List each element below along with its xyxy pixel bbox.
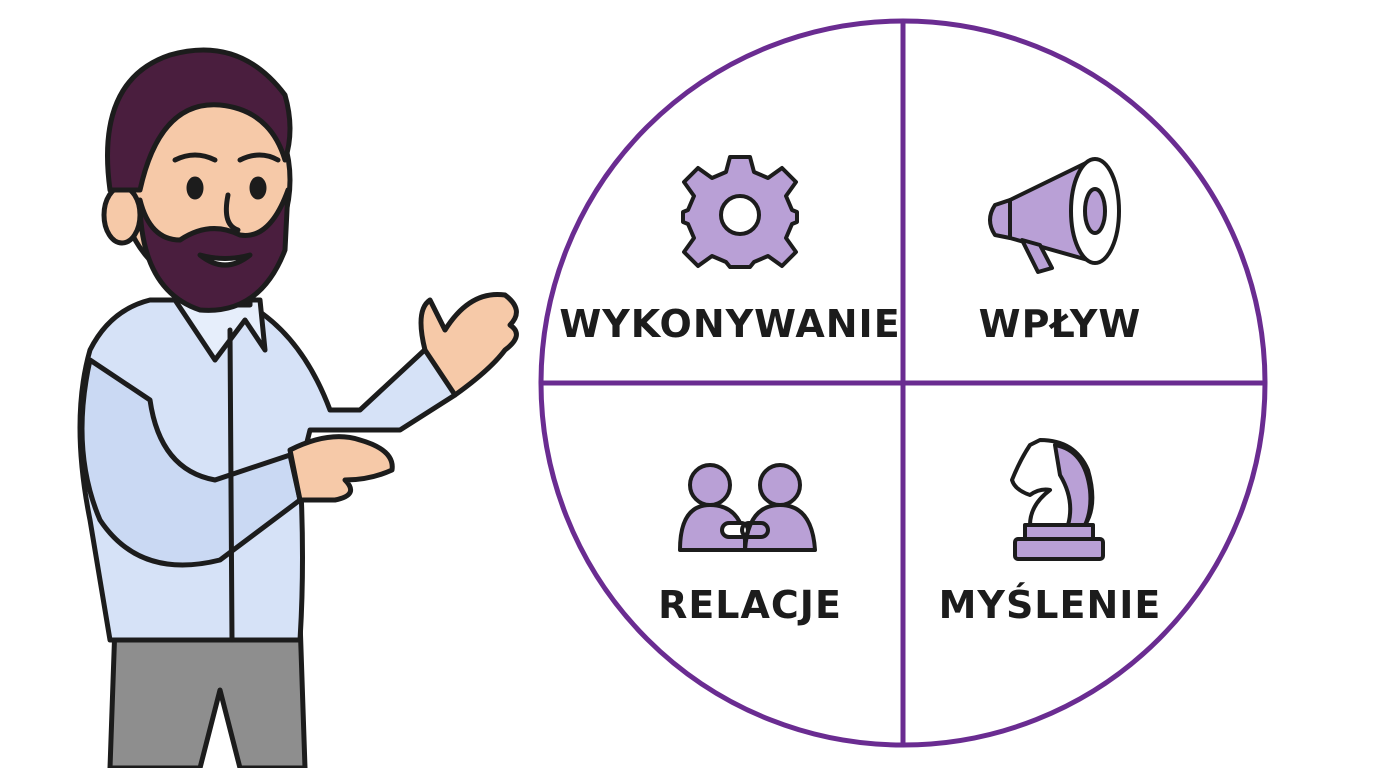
quadrant-label-top-right: WPŁYW	[979, 302, 1142, 346]
presenter-illustration	[77, 47, 519, 768]
chess-knight-icon	[1010, 438, 1105, 561]
quadrant-label-top-left: WYKONYWANIE	[559, 302, 900, 346]
quadrant-label-bottom-left: RELACJE	[658, 583, 842, 627]
quadrant-top-right: WPŁYW	[979, 157, 1142, 346]
quadrant-bottom-left: RELACJE	[658, 463, 842, 627]
quadrant-top-left: WYKONYWANIE	[559, 155, 900, 346]
quadrant-label-bottom-right: MYŚLENIE	[939, 583, 1162, 627]
gear-icon	[681, 155, 799, 269]
quadrant-diagram: WYKONYWANIE WPŁYW RELACJE	[538, 18, 1268, 748]
quadrant-bottom-right: MYŚLENIE	[939, 438, 1162, 627]
linked-people-icon	[678, 463, 817, 552]
megaphone-icon	[988, 157, 1121, 274]
